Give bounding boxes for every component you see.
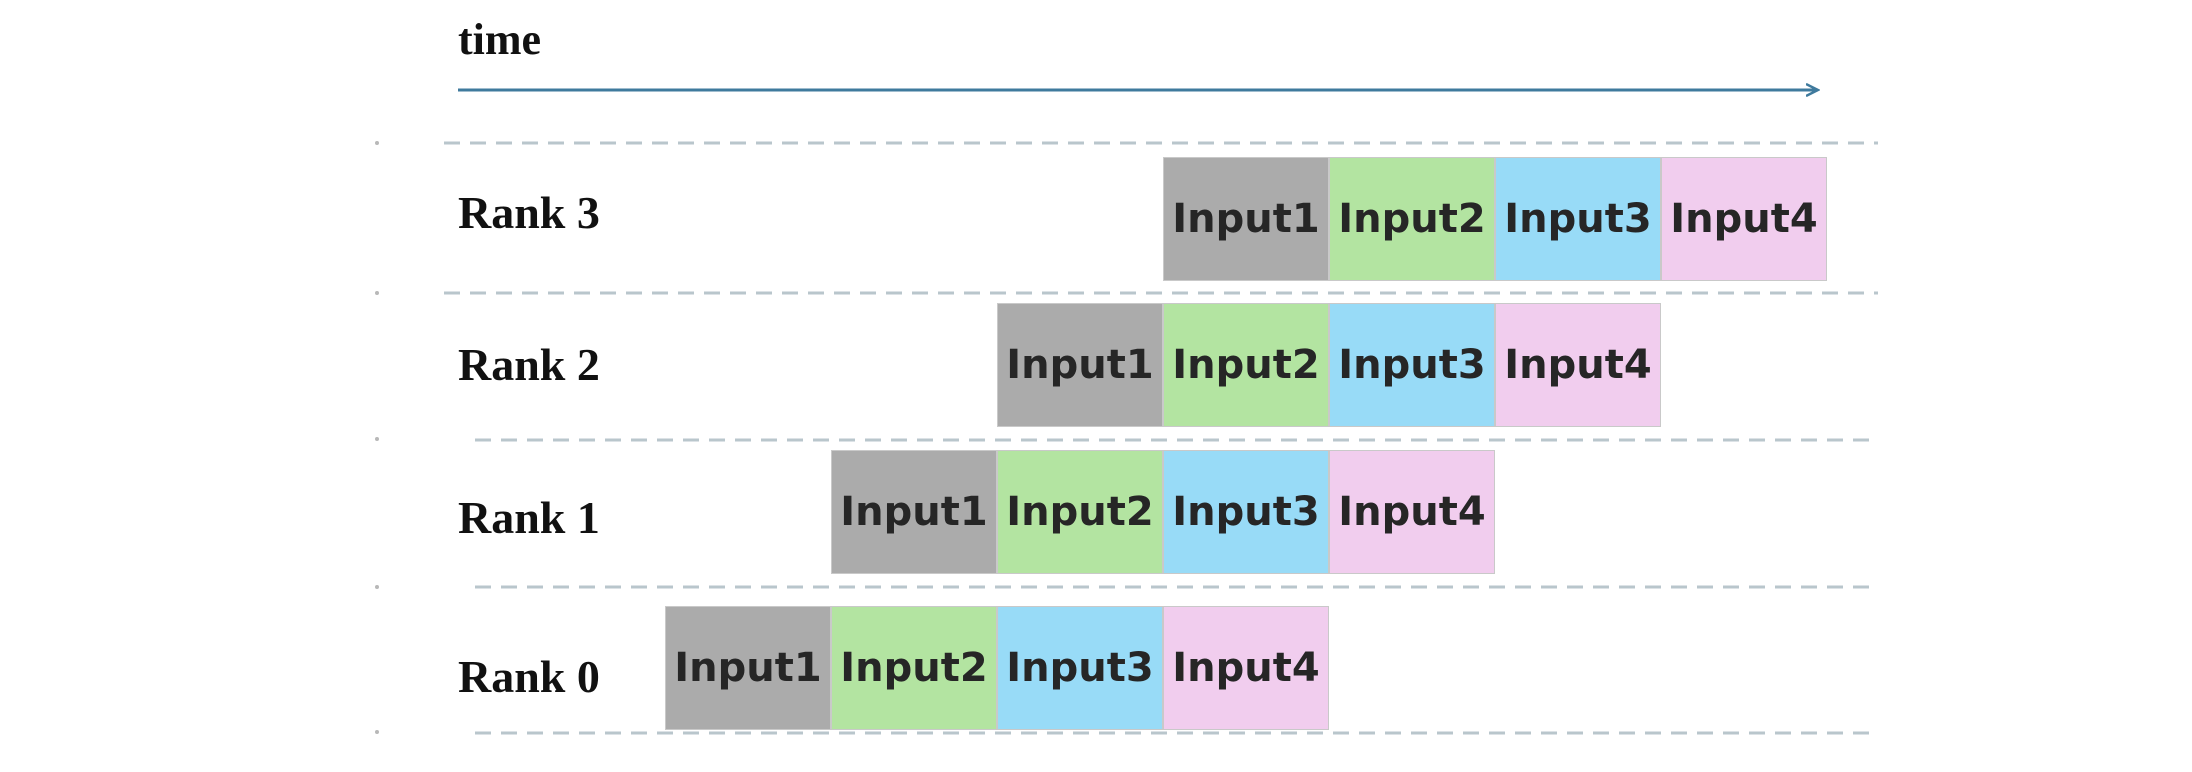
input-block: Input2 (1163, 303, 1329, 427)
input-block: Input3 (997, 606, 1163, 730)
rank-label: Rank 1 (458, 492, 600, 543)
input-block: Input3 (1163, 450, 1329, 574)
input-block: Input2 (831, 606, 997, 730)
rank-label: Rank 2 (458, 339, 600, 390)
input-block: Input3 (1329, 303, 1495, 427)
margin-dot (375, 585, 379, 589)
input-block: Input1 (997, 303, 1163, 427)
rank-label: Rank 3 (458, 187, 600, 238)
input-block: Input2 (1329, 157, 1495, 281)
rank-label: Rank 0 (458, 651, 600, 702)
input-block: Input1 (665, 606, 831, 730)
input-block: Input4 (1495, 303, 1661, 427)
time-axis-label: time (458, 15, 542, 64)
input-block: Input1 (831, 450, 997, 574)
input-block: Input4 (1163, 606, 1329, 730)
input-block: Input3 (1495, 157, 1661, 281)
margin-dot (375, 730, 379, 734)
margin-dot (375, 141, 379, 145)
input-block: Input2 (997, 450, 1163, 574)
input-block: Input1 (1163, 157, 1329, 281)
input-block: Input4 (1661, 157, 1827, 281)
input-block: Input4 (1329, 450, 1495, 574)
margin-dot (375, 437, 379, 441)
margin-dot (375, 291, 379, 295)
